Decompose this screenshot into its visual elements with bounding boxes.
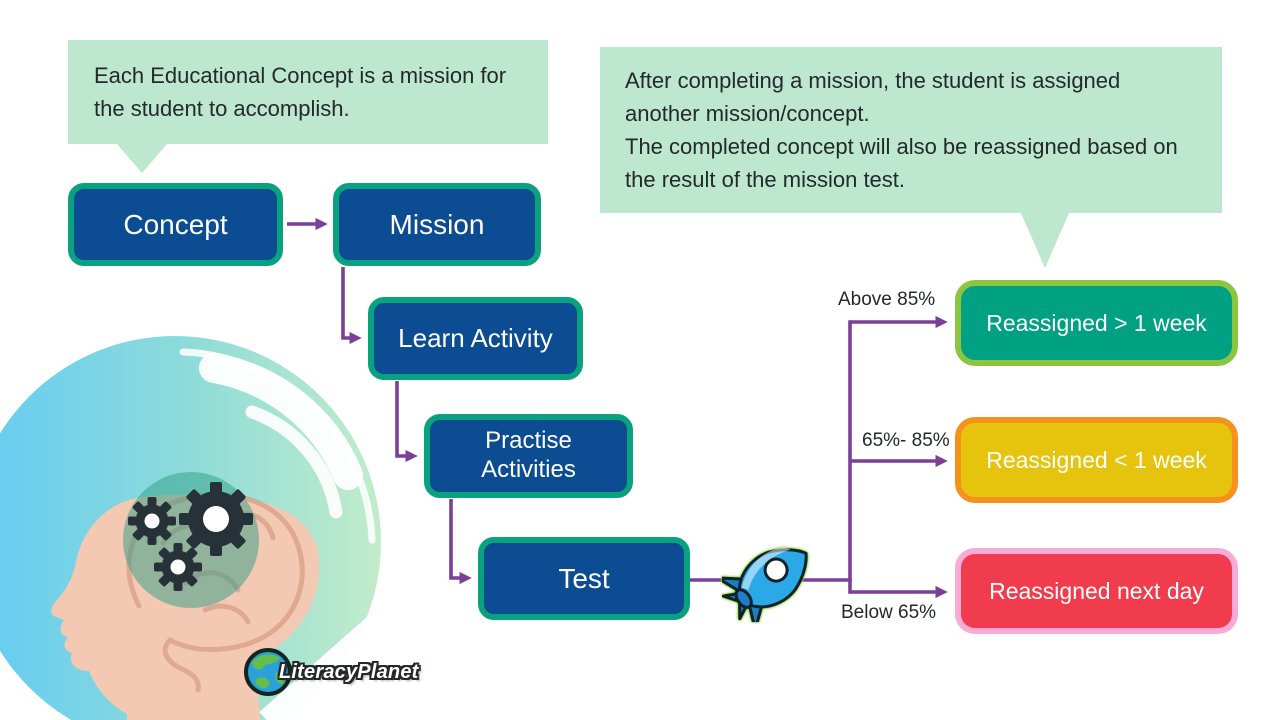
gear-icon xyxy=(128,497,176,545)
gear-icon xyxy=(179,482,253,556)
outcome-label: Reassigned next day xyxy=(989,577,1204,604)
head-brain-illustration xyxy=(0,336,403,720)
branch-label-65-85: 65%- 85% xyxy=(862,430,950,451)
speech-bubble-concept-text: Each Educational Concept is a mission fo… xyxy=(94,63,507,121)
outcome-box-reassigned-over-1-week: Reassigned > 1 week xyxy=(955,280,1238,366)
rocket-icon xyxy=(722,546,808,622)
flow-node-mission-label: Mission xyxy=(389,208,485,240)
outcome-label: Reassigned > 1 week xyxy=(986,309,1207,336)
speech-bubble-reassignment-text-1: After completing a mission, the student … xyxy=(625,68,1121,126)
speech-bubble-reassignment-text-2: The completed concept will also be reass… xyxy=(625,134,1178,192)
flow-node-learn-activity-label: Learn Activity xyxy=(398,322,553,353)
literacyplanet-logo-text: LiteracyPlanet xyxy=(279,660,419,683)
outcome-box-reassigned-under-1-week: Reassigned < 1 week xyxy=(955,417,1238,503)
flow-node-concept-label: Concept xyxy=(123,208,228,240)
globe-icon xyxy=(244,648,292,696)
flow-node-mission: Mission xyxy=(333,183,541,266)
flow-node-practise-activities-label: Practise Activities xyxy=(481,427,576,483)
flow-node-learn-activity: Learn Activity xyxy=(368,297,583,380)
flow-node-practise-activities: Practise Activities xyxy=(424,414,633,498)
flow-node-test: Test xyxy=(478,537,690,620)
branch-label-above-85: Above 85% xyxy=(838,289,936,310)
flow-node-test-label: Test xyxy=(558,562,610,594)
branch-label-below-65: Below 65% xyxy=(841,602,937,623)
outcome-label: Reassigned < 1 week xyxy=(986,446,1207,473)
flow-node-concept: Concept xyxy=(68,183,283,266)
outcome-box-reassigned-next-day: Reassigned next day xyxy=(955,548,1238,634)
speech-bubble-reassignment: After completing a mission, the student … xyxy=(600,47,1222,268)
literacyplanet-logo: LiteracyPlanet xyxy=(242,646,419,698)
speech-bubble-concept: Each Educational Concept is a mission fo… xyxy=(68,40,548,173)
gear-icon xyxy=(154,543,202,591)
